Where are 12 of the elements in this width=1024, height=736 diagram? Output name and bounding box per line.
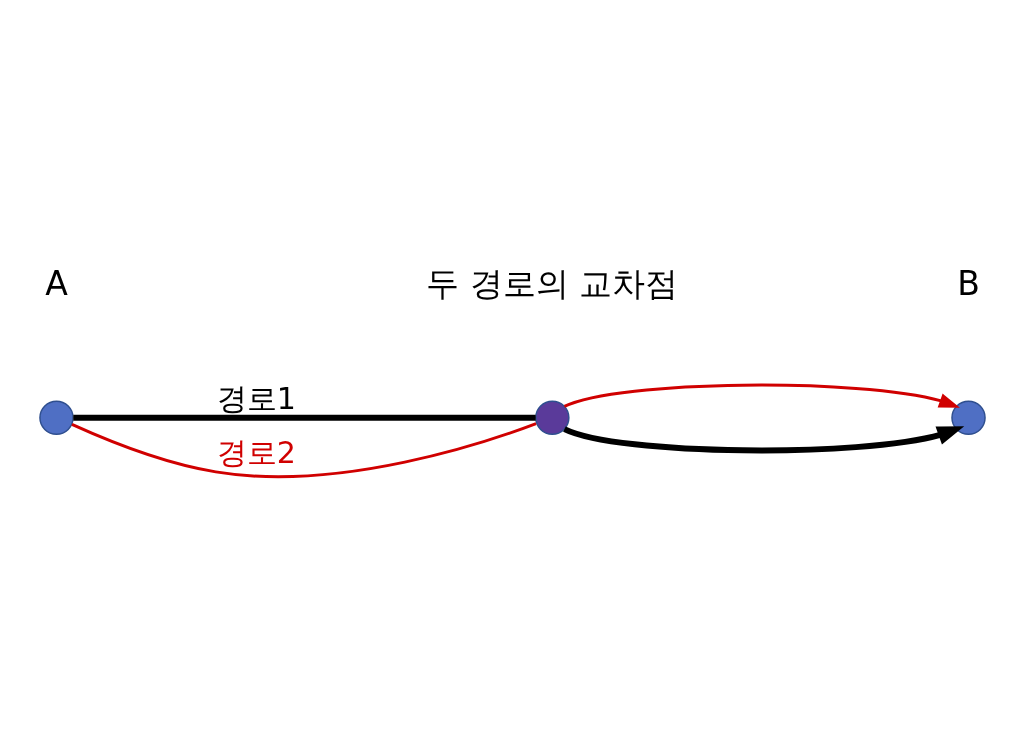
node-circle [38, 400, 74, 435]
connector [70, 421, 537, 478]
node-label: B [956, 263, 980, 303]
node-label: A [44, 263, 68, 303]
arrow [563, 383, 960, 408]
edge-label: 경로1 [216, 380, 296, 416]
node-label: 두 경로의 교차점 [425, 263, 678, 303]
arrow [562, 425, 964, 453]
node-circle [534, 400, 570, 435]
edge-label: 경로2 [216, 434, 296, 470]
connector [72, 414, 536, 421]
node-circle [950, 400, 986, 435]
